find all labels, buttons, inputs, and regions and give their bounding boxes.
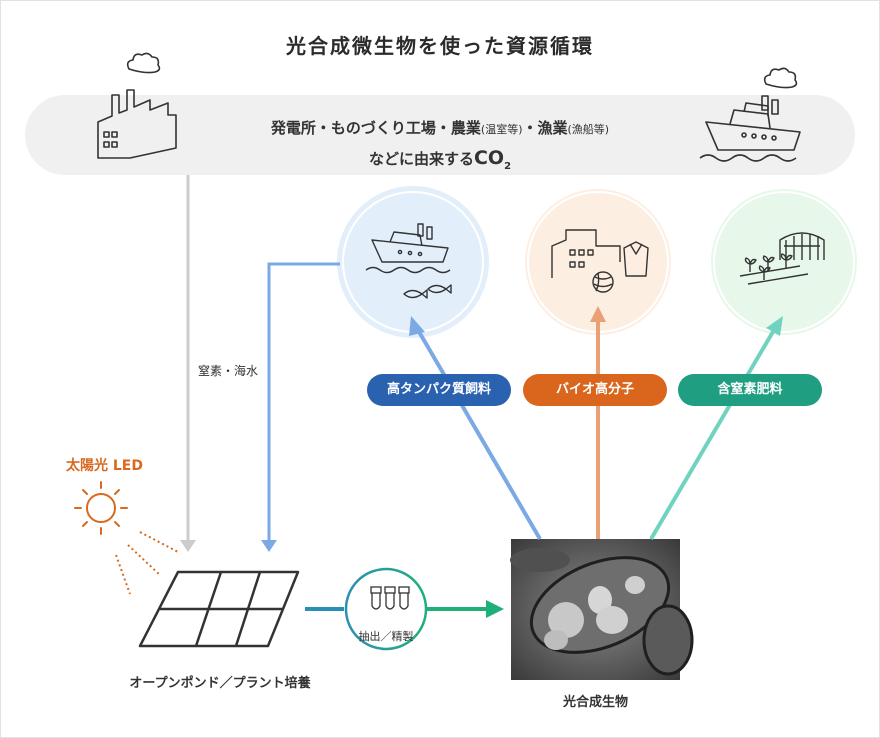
co2-text: CO [474, 147, 504, 169]
microbe-label: 光合成生物 [511, 691, 680, 710]
source-description: 発電所・ものづくり工場・農業(温室等)・漁業(漁船等) などに由来するCO2 [180, 114, 700, 181]
sun-icon [75, 482, 127, 534]
source-note-2: (漁船等) [568, 123, 610, 136]
co2-subscript: 2 [504, 161, 511, 172]
pond-label: オープンポンド／プラント培養 [90, 672, 350, 691]
nitrogen-seawater-label: 窒素・海水 [198, 362, 258, 379]
page-title: 光合成微生物を使った資源循環 [0, 30, 880, 59]
blue-return-arrow [269, 264, 340, 540]
sun-led-label: 太陽光 LED [66, 455, 143, 475]
microbe-photo [510, 539, 692, 680]
circle-fertilizer [711, 189, 857, 335]
extract-label: 抽出／精製 [349, 628, 423, 644]
source-note-1: (温室等) [481, 123, 523, 136]
output-pill-fertilizer: 含窒素肥料 [678, 374, 822, 406]
source-text-3: などに由来する [369, 150, 474, 168]
output-pill-feed: 高タンパク質飼料 [367, 374, 511, 406]
gray-arrow-head [180, 540, 196, 552]
source-text-2: ・漁業 [523, 119, 568, 137]
sun-rays-dotted [116, 532, 178, 594]
arrow-to-fertilizer [651, 330, 774, 539]
output-pill-polymer: バイオ高分子 [523, 374, 667, 406]
co2-label: CO2 [474, 147, 511, 169]
source-line-2: などに由来するCO2 [180, 144, 700, 181]
pond-panel-icon [140, 572, 298, 646]
source-text-1: 発電所・ものづくり工場・農業 [271, 119, 481, 137]
source-line-1: 発電所・ものづくり工場・農業(温室等)・漁業(漁船等) [180, 114, 700, 144]
arrow-to-feed [418, 330, 540, 539]
